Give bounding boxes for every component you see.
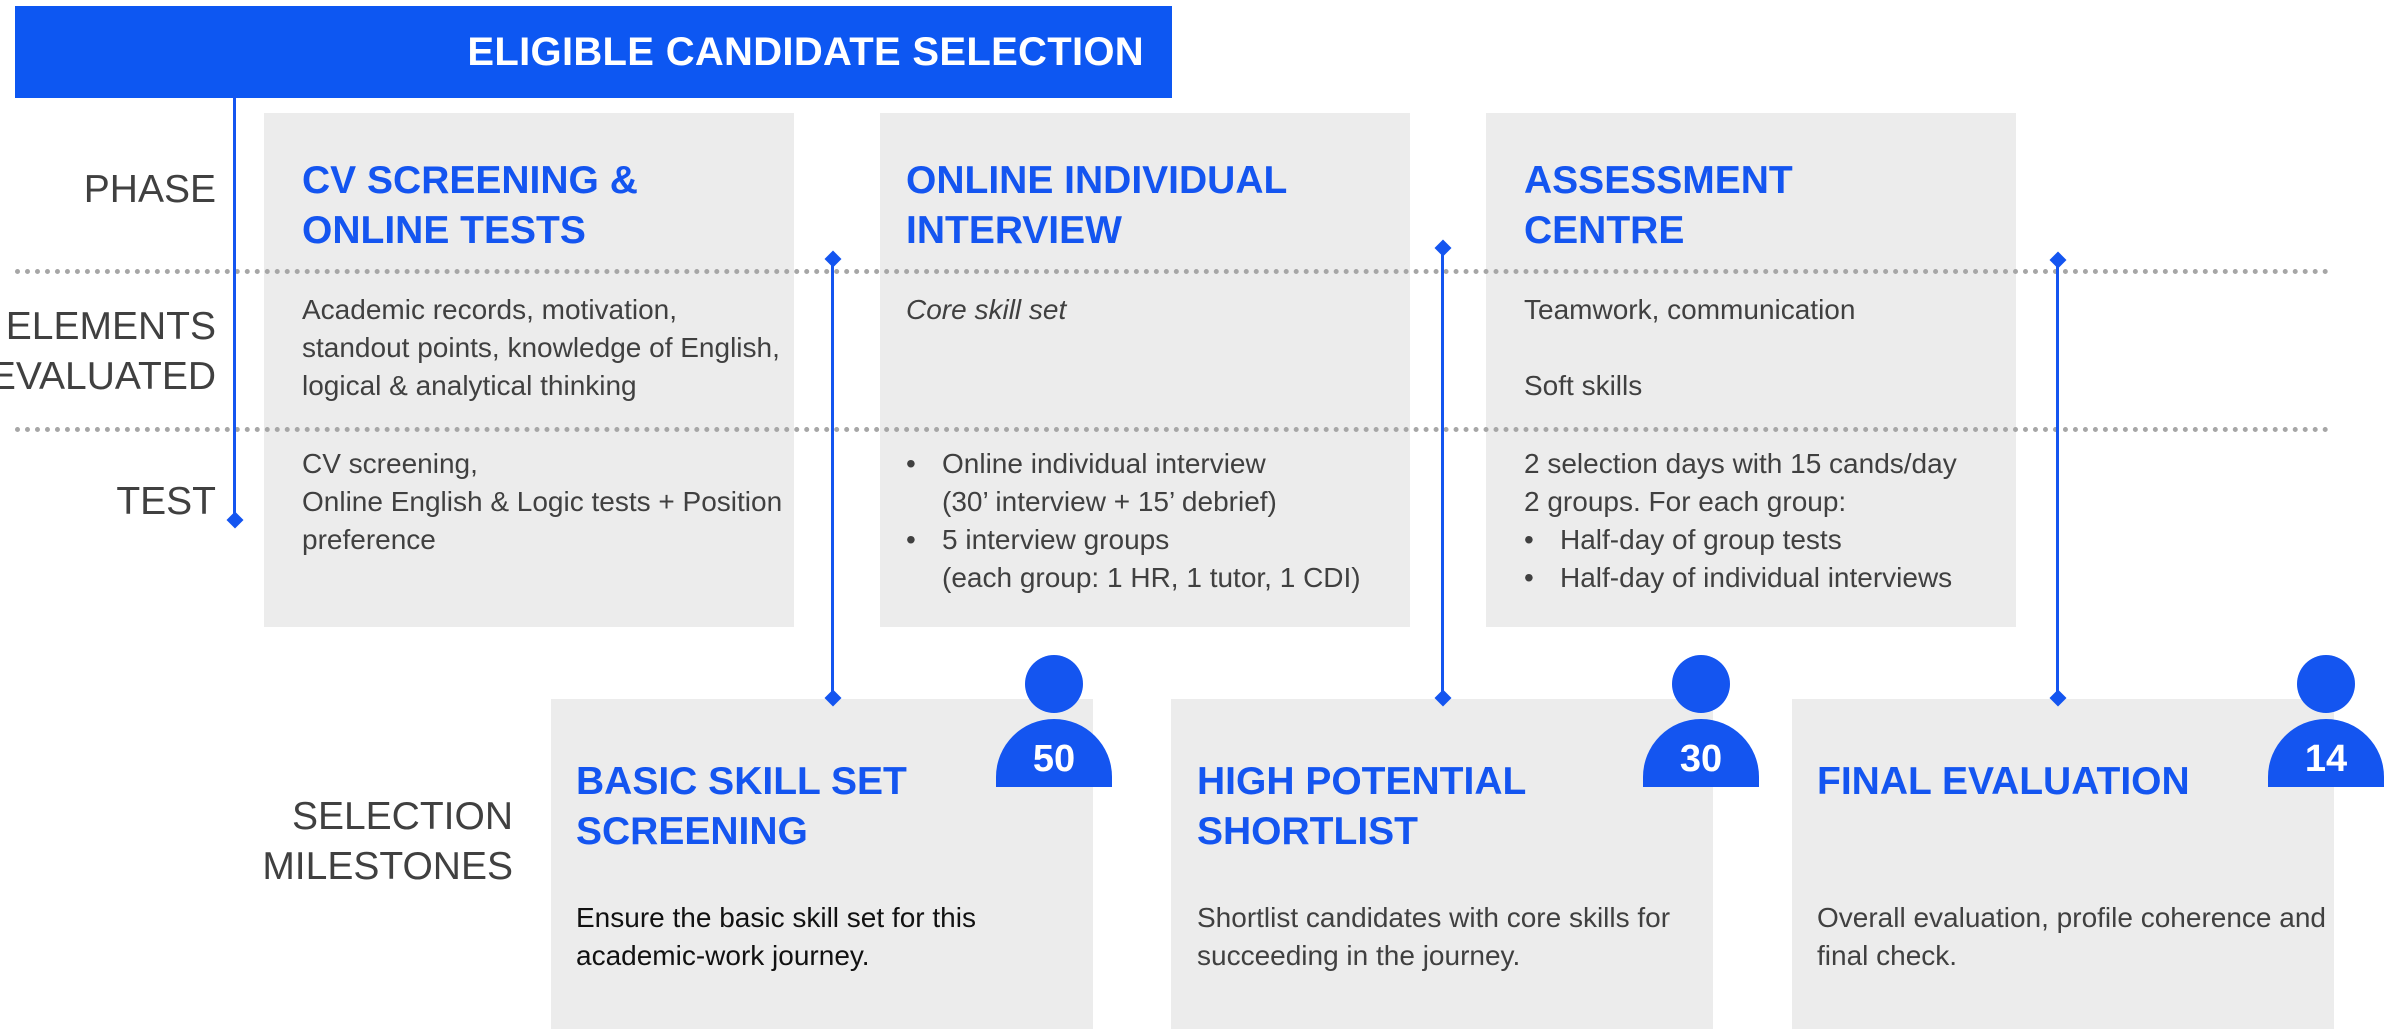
row-label-milestones-line1: SELECTION xyxy=(291,795,513,838)
candidate-count-badge: 14 xyxy=(2268,719,2384,787)
phase-title-assessment-centre: ASSESSMENT CENTRE xyxy=(1524,159,1793,252)
connector-diamond-3-top xyxy=(2049,251,2067,269)
phase-panel-online-interview xyxy=(880,113,1410,627)
connector-line-1 xyxy=(831,259,834,699)
row-label-selection-milestones: SELECTION MILESTONES xyxy=(262,792,513,892)
phase-panel-cv-screening xyxy=(264,113,794,627)
connector-line-3 xyxy=(2056,260,2059,699)
list-item: • 5 interview groups (each group: 1 HR, … xyxy=(906,524,1361,593)
milestone-desc-high-potential: Shortlist candidates with core skills fo… xyxy=(1197,902,1671,971)
phase-panel-assessment-centre xyxy=(1486,113,2016,627)
candidate-count-badge: 50 xyxy=(996,719,1112,787)
row-label-elements-evaluated: ELEMENTS EVALUATED xyxy=(0,302,216,402)
milestone-title-basic-skill: BASIC SKILL SET SCREENING xyxy=(576,760,907,853)
row-label-milestones-line2: MILESTONES xyxy=(262,845,513,888)
phase-elements-online-interview: Core skill set xyxy=(906,294,1067,325)
connector-diamond-2-top xyxy=(1434,239,1452,257)
separator-phase-elements xyxy=(15,269,2330,274)
row-label-test: TEST xyxy=(116,480,216,523)
connector-diamond-1-top xyxy=(824,250,842,268)
person-icon: 30 xyxy=(1643,655,1759,787)
connector-line-start xyxy=(233,96,236,520)
milestone-panel-high-potential xyxy=(1171,699,1713,1029)
phase-test-assessment-centre: 2 selection days with 15 cands/day 2 gro… xyxy=(1524,448,1957,517)
phase-test-cv-screening: CV screening, Online English & Logic tes… xyxy=(302,448,783,555)
row-label-elements-line2: EVALUATED xyxy=(0,355,216,398)
candidate-count-badge: 30 xyxy=(1643,719,1759,787)
phase-test-online-interview: • Online individual interview (30’ inter… xyxy=(906,445,1361,597)
row-label-elements-line1: ELEMENTS xyxy=(5,305,216,348)
row-label-phase: PHASE xyxy=(83,168,216,211)
milestone-desc-basic-skill: Ensure the basic skill set for this acad… xyxy=(576,902,976,971)
person-icon: 50 xyxy=(996,655,1112,787)
milestone-title-final-evaluation: FINAL EVALUATION xyxy=(1817,760,2190,803)
separator-elements-test xyxy=(15,427,2330,432)
phase-test-bullets-assessment-centre: • Half-day of group tests • Half-day of … xyxy=(1524,521,1952,597)
list-item: • Half-day of individual interviews xyxy=(1524,562,1953,593)
phase-title-online-interview: ONLINE INDIVIDUAL INTERVIEW xyxy=(906,159,1288,252)
connector-line-2 xyxy=(1441,248,1444,699)
milestone-title-high-potential: HIGH POTENTIAL SHORTLIST xyxy=(1197,760,1527,853)
milestone-desc-final-evaluation: Overall evaluation, profile coherence an… xyxy=(1817,902,2326,971)
connector-diamond-start-bottom xyxy=(226,511,244,529)
milestone-panel-final-evaluation xyxy=(1792,699,2334,1029)
header-banner: ELIGIBLE CANDIDATE SELECTION xyxy=(15,6,1172,98)
phase-title-cv-screening: CV SCREENING & ONLINE TESTS xyxy=(302,159,638,252)
list-item: • Half-day of group tests xyxy=(1524,524,1842,555)
phase-elements-assessment-centre: Teamwork, communication Soft skills xyxy=(1524,294,1856,401)
list-item: • Online individual interview (30’ inter… xyxy=(906,448,1277,517)
person-icon: 14 xyxy=(2268,655,2384,787)
banner-title: ELIGIBLE CANDIDATE SELECTION xyxy=(467,29,1144,74)
phase-elements-cv-screening: Academic records, motivation, standout p… xyxy=(302,294,780,401)
